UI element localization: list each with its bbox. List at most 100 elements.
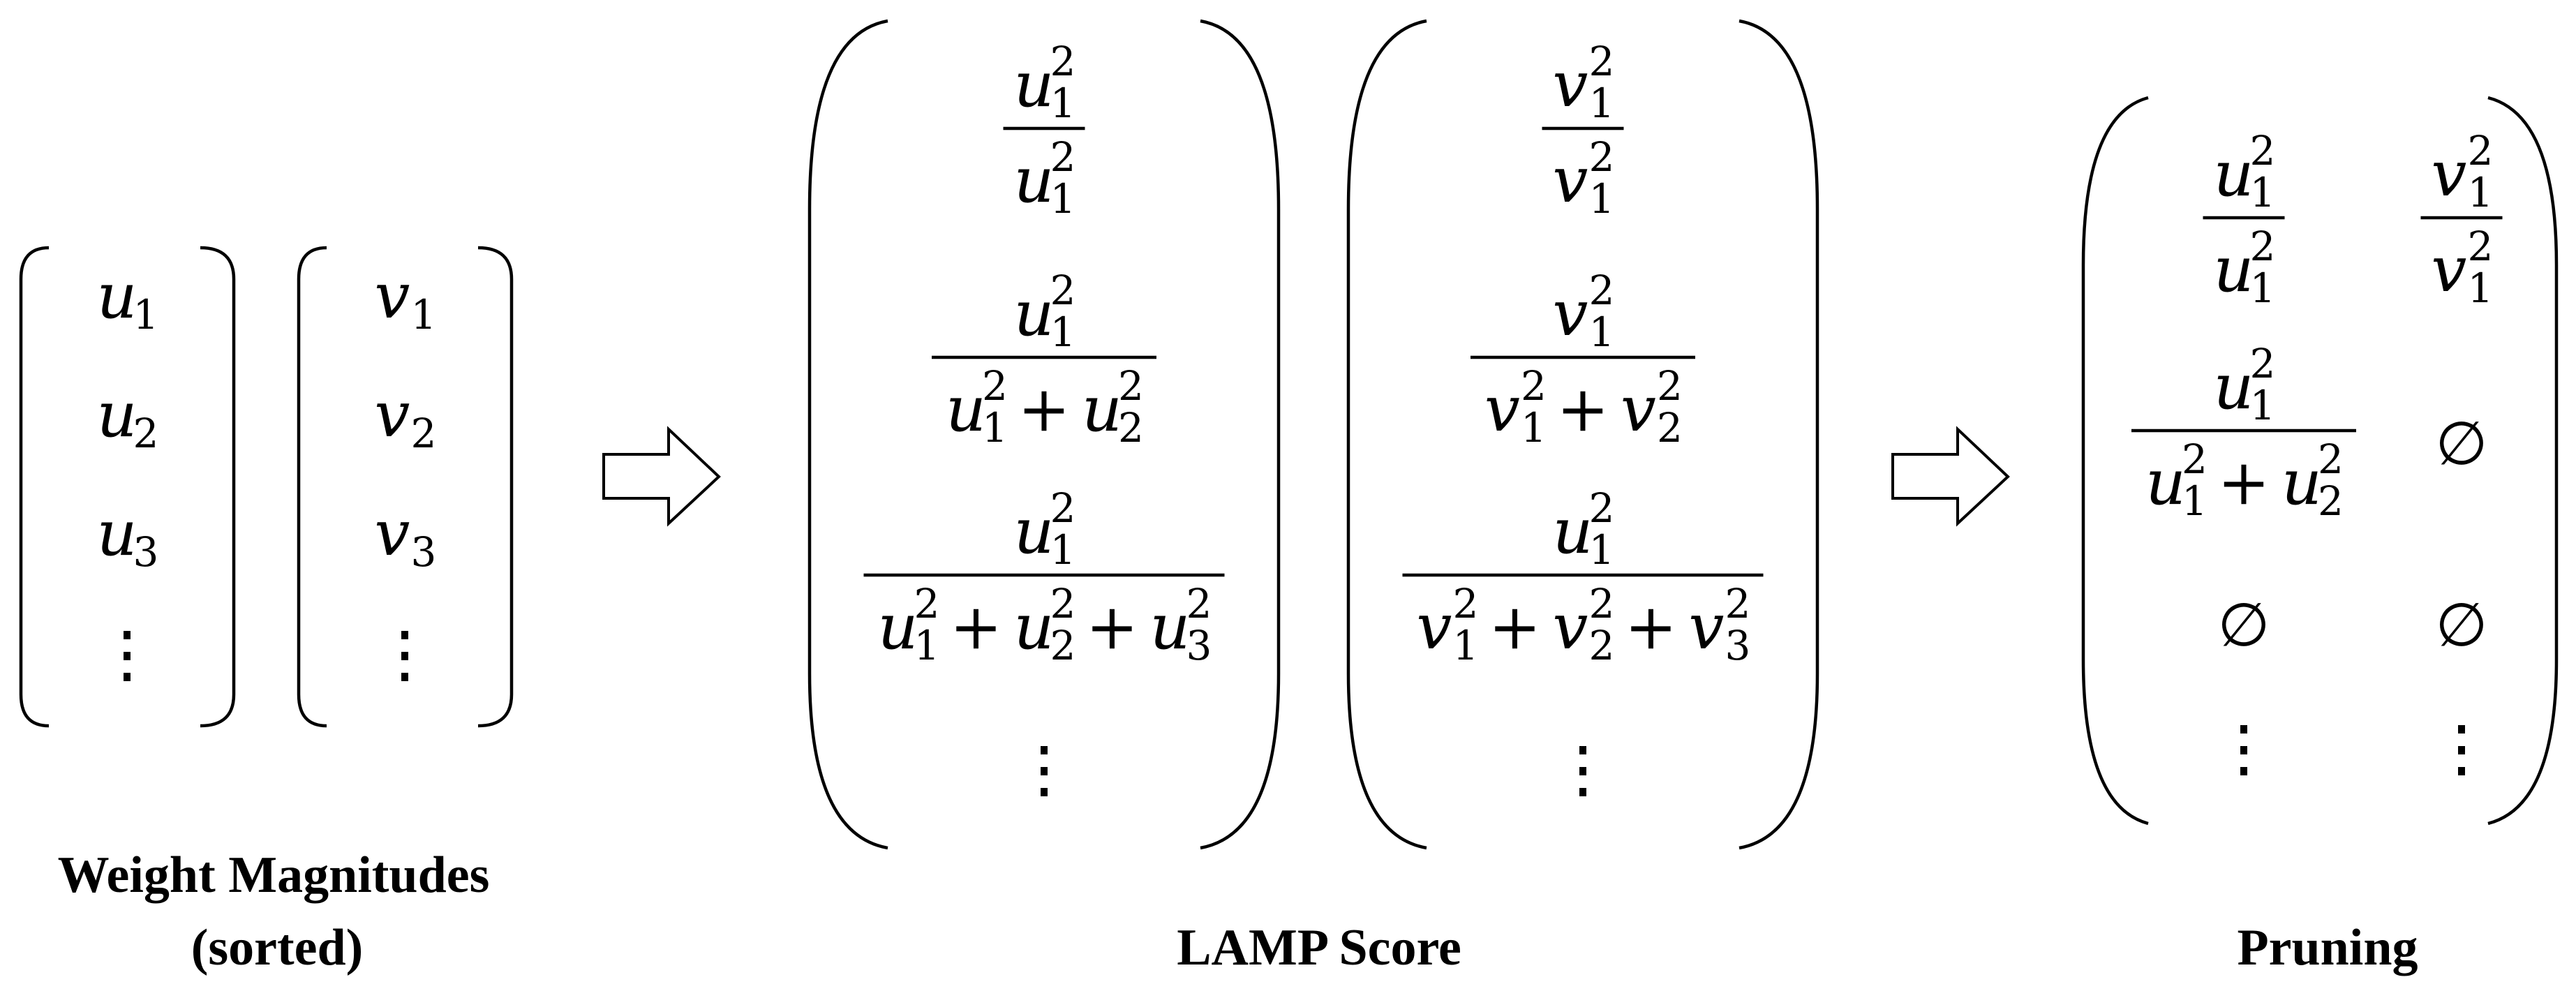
lamp-v-row1-numerator-var: v [1553,48,1588,121]
arrow-to-pruning-icon [1891,426,2010,527]
lamp-u-row2-denominator-term-var: u [946,373,986,446]
lamp-u-row2-denominator-term-exponent: 2 [982,362,1008,410]
lamp-v-row3-denominator-plus: + [1625,590,1677,664]
dot [124,652,131,660]
pruning-u-row2-denominator-term-var: u [2145,446,2186,519]
lamp-u-row2-numerator-subscript: 1 [1050,308,1076,356]
pruning-v-row1-denominator-term-subscript: 1 [2468,265,2494,312]
lamp-v-row1-denominator-term-var: v [1553,144,1588,217]
lamp-v-row2-denominator-term-var: v [1621,373,1656,446]
lamp-v-row3-denominator-plus: + [1489,590,1541,664]
lamp-v-row2-denominator-term-exponent: 2 [1521,362,1547,410]
lamp-u-row2-numerator-exponent: 2 [1050,267,1076,314]
pruning-u-row1-denominator-term-exponent: 2 [2250,223,2276,270]
weight-v-1-subscript: 1 [411,291,437,338]
lamp-v-row1-numerator-exponent: 2 [1589,38,1615,85]
lamp-v-row3-denominator-term-subscript: 2 [1589,622,1615,669]
pruning-v-row1-numerator-subscript: 1 [2468,169,2494,216]
weight-u-2-subscript: 2 [133,410,159,457]
lamp-v-row3-numerator-exponent: 2 [1589,484,1615,532]
dot [1579,767,1586,775]
weight-v-ellipsis-icon [401,631,408,681]
lamp-u-row2-denominator-term-var: u [1082,373,1122,446]
weight-u-1-var: u [97,260,137,333]
weights-v-left-bracket [297,246,327,728]
dot [2458,725,2465,733]
lamp-v-row1-denominator-term-subscript: 1 [1589,175,1615,223]
lamp-v-row3-denominator-term-exponent: 2 [1453,580,1479,627]
lamp-u-row1-denominator-term-var: u [1014,144,1055,217]
pruning-u-row2-denominator-term-subscript: 2 [2318,477,2344,525]
lamp-u-row1-numerator-subscript: 1 [1050,80,1076,127]
pruning-u-row2-denominator-term-var: u [2281,446,2322,519]
lamp-u-ellipsis-icon [1041,746,1048,796]
lamp-v-row2-numerator-subscript: 1 [1589,308,1615,356]
weights-label-line1: Weight Magnitudes [58,847,490,904]
dot [2240,746,2247,754]
lamp-u-row3-denominator-term-subscript: 3 [1186,622,1212,669]
lamp-v-row3-denominator-term-exponent: 2 [1725,580,1751,627]
lamp-v-ellipsis-icon [1579,746,1586,796]
pruning-u-row1-numerator-subscript: 1 [2250,169,2276,216]
dot [2458,746,2465,754]
lamp-v-row2-denominator-term-subscript: 1 [1521,404,1547,452]
lamp-v-row3-denominator-term-var: v [1417,590,1452,664]
lamp-u-row2-denominator-term-subscript: 2 [1118,404,1144,452]
lamp-u-row3-denominator-term-var: u [1014,590,1055,664]
pruning-v-row1-numerator-var: v [2432,137,2467,211]
weights-u-left-bracket [19,246,50,728]
pruning-u-row1-denominator-term-subscript: 1 [2250,265,2276,312]
pruning-v-row2-empty-set-icon: ∅ [2436,409,2488,479]
lamp-u-row1-numerator-var: u [1014,48,1055,121]
pruning-u-row2-numerator-subscript: 1 [2250,382,2276,429]
pruning-u-ellipsis-icon [2240,725,2247,775]
dot [2240,725,2247,733]
lamp-u-right-bracket [1200,19,1281,850]
lamp-u-row3-numerator-subscript: 1 [1050,526,1076,574]
lamp-u-row3-denominator-plus: + [950,590,1002,664]
arrow-to-lamp-icon [602,426,721,527]
weight-u-3-var: u [97,497,137,570]
dot [124,673,131,681]
lamp-u-row1-denominator-term-exponent: 2 [1050,133,1076,181]
weight-v-3-subscript: 3 [411,528,437,576]
lamp-label: LAMP Score [1177,919,1461,976]
weight-v-2-subscript: 2 [411,410,437,457]
lamp-v-row3-denominator-term-subscript: 3 [1725,622,1751,669]
pruning-v-row1-denominator-term-var: v [2432,233,2467,306]
lamp-u-row3-numerator-exponent: 2 [1050,484,1076,532]
lamp-v-row2-denominator-term-subscript: 2 [1657,404,1683,452]
weight-u-1-subscript: 1 [133,291,159,338]
dot [1579,788,1586,796]
lamp-u-row2-numerator-var: u [1014,277,1055,350]
lamp-v-row2-numerator-exponent: 2 [1589,267,1615,314]
lamp-v-row3-denominator-term-subscript: 1 [1453,622,1479,669]
pruning-u-row2-denominator-term-exponent: 2 [2182,435,2208,483]
lamp-v-left-bracket [1346,19,1427,850]
dot [124,631,131,639]
lamp-u-row2-denominator-plus: + [1018,373,1070,446]
pruning-u-row2-numerator-exponent: 2 [2250,340,2276,387]
dot [1041,767,1048,775]
lamp-u-row1-denominator-term-subscript: 1 [1050,175,1076,223]
dot [401,673,408,681]
dot [2240,767,2247,775]
lamp-u-row3-denominator-term-exponent: 2 [1050,580,1076,627]
dot [1579,746,1586,754]
pruning-v-ellipsis-icon [2458,725,2465,775]
lamp-v-row2-denominator-plus: + [1556,373,1609,446]
lamp-u-row3-denominator-term-subscript: 2 [1050,622,1076,669]
lamp-v-row3-numerator-var: u [1553,495,1593,568]
lamp-v-row1-denominator-term-exponent: 2 [1589,133,1615,181]
pruning-u-row1-denominator-term-var: u [2214,233,2254,306]
